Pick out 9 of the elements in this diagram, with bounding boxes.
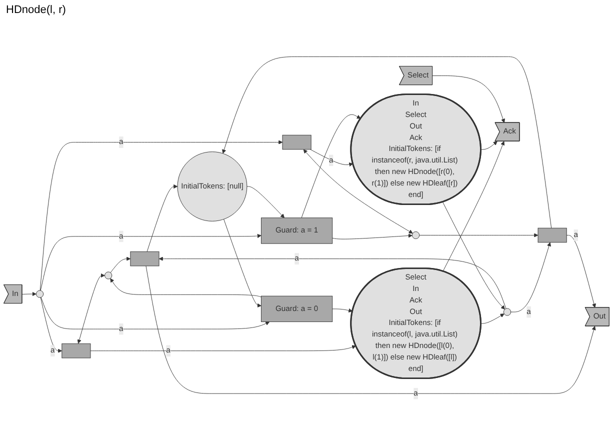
diagram-title: HDnode(l, r) [6, 4, 66, 16]
node-bar [62, 343, 91, 358]
node-bar [538, 228, 567, 243]
node-bar [130, 251, 160, 266]
node-circle [104, 272, 112, 280]
node-circle [503, 308, 512, 316]
node-circle [36, 290, 44, 298]
node-circle [412, 231, 420, 240]
node-bar [282, 134, 312, 150]
